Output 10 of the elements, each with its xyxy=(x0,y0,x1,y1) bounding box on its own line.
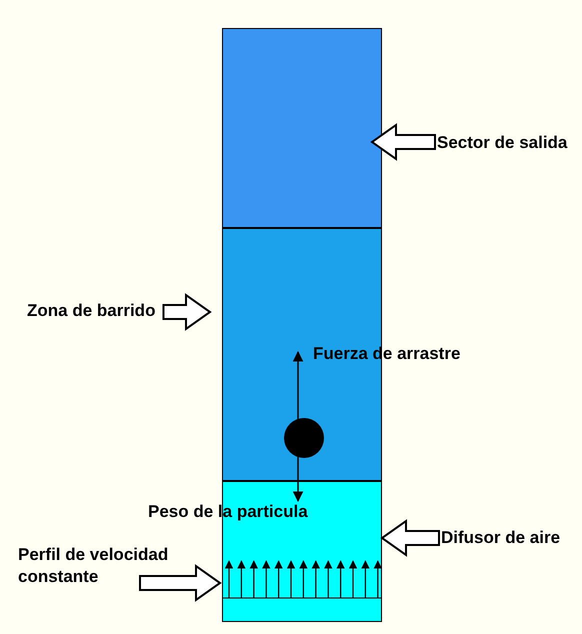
callout-label: Difusor de aire xyxy=(441,527,560,549)
block-arrow xyxy=(139,564,222,602)
callout-label: Zona de barrido xyxy=(27,300,156,322)
callout-label: Sector de salida xyxy=(437,132,568,154)
block-arrow xyxy=(370,123,436,161)
column-section xyxy=(222,28,382,228)
particle xyxy=(284,418,324,458)
callout-label: Perfil de velocidad constante xyxy=(18,544,208,588)
block-arrow xyxy=(162,293,212,331)
block-arrow xyxy=(380,519,440,557)
